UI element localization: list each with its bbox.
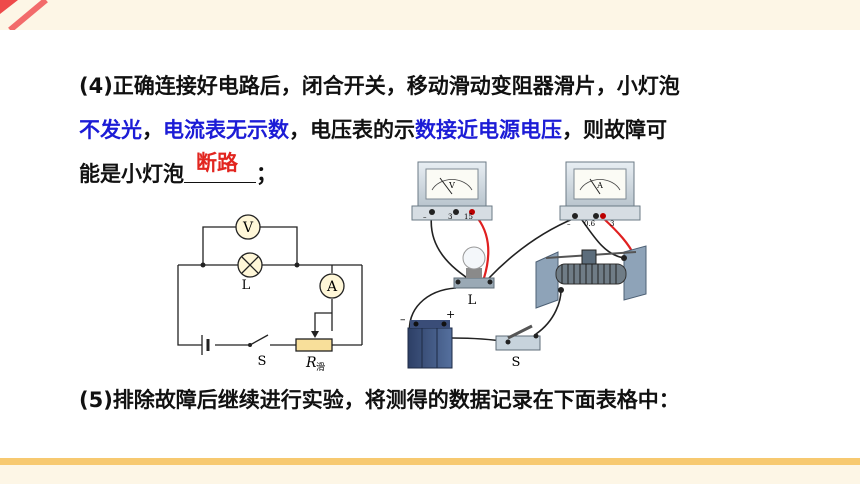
switch-device	[495, 324, 541, 351]
circuit-schematic: V L A S R 滑	[177, 214, 363, 373]
q4-text-1: (4)正确连接好电路后，闭合开关，移动滑动变阻器滑片，小灯泡	[79, 74, 680, 98]
q4-text-end: ，则故障可	[562, 118, 667, 142]
apparatus-illustration: V – 3 15 A – 0.6 3 L	[400, 161, 647, 370]
voltmeter-device: V – 3 15	[411, 161, 493, 221]
switch-device-label: S	[512, 355, 521, 370]
highlight-no-current: 电流表无示数	[163, 118, 289, 142]
rheostat-label: R	[305, 355, 317, 371]
ammeter-symbol	[319, 273, 345, 299]
q4-semicolon: ；	[256, 162, 277, 186]
rheostat-device	[535, 245, 647, 309]
q4-text-mid: ，电压表的示	[289, 118, 415, 142]
ammeter-device: A – 0.6 3	[559, 161, 641, 228]
q4-text-3: 能是小灯泡	[79, 162, 184, 186]
lamp-symbol	[237, 252, 263, 278]
voltmeter-terminal-15: 15	[464, 213, 473, 221]
battery-device	[407, 320, 453, 369]
lamp-device-label: L	[468, 293, 477, 308]
footer-band	[0, 465, 860, 484]
switch-label: S	[258, 354, 267, 369]
ammeter-terminal-neg: –	[567, 220, 571, 228]
q4-sep: ，	[142, 118, 163, 142]
lamp-device	[453, 246, 495, 289]
ammeter-terminal-3: 3	[610, 220, 614, 228]
footer-stripe	[0, 458, 860, 465]
voltmeter-label: V	[242, 220, 254, 236]
answer-text: 断路	[196, 151, 238, 175]
voltmeter-symbol	[235, 214, 261, 240]
q4-line-3: 能是小灯泡断路 ；	[79, 151, 277, 194]
voltmeter-terminal-neg: –	[423, 213, 427, 221]
q4-line-2: 不发光，电流表无示数，电压表的示数接近电源电压，则故障可	[79, 110, 667, 150]
voltmeter-face-label: V	[448, 181, 455, 190]
battery-plus-label: +	[446, 308, 455, 321]
header-band	[0, 0, 860, 30]
q5-line: (5)排除故障后继续进行实验，将测得的数据记录在下面表格中：	[79, 380, 680, 420]
rheostat-subscript: 滑	[316, 362, 325, 373]
corner-decoration	[0, 0, 48, 30]
ammeter-terminal-06: 0.6	[584, 220, 596, 228]
ammeter-label: A	[326, 279, 338, 295]
q5-text: (5)排除故障后继续进行实验，将测得的数据记录在下面表格中：	[79, 388, 680, 412]
ammeter-face-label: A	[596, 181, 603, 190]
answer-blank: 断路	[184, 151, 256, 183]
highlight-voltage: 数接近电源电压	[415, 118, 562, 142]
lamp-label: L	[242, 278, 251, 293]
highlight-no-light: 不发光	[79, 118, 142, 142]
battery-minus-label: –	[400, 313, 406, 326]
voltmeter-terminal-3: 3	[448, 213, 452, 221]
q4-line-1: (4)正确连接好电路后，闭合开关，移动滑动变阻器滑片，小灯泡	[79, 66, 680, 106]
